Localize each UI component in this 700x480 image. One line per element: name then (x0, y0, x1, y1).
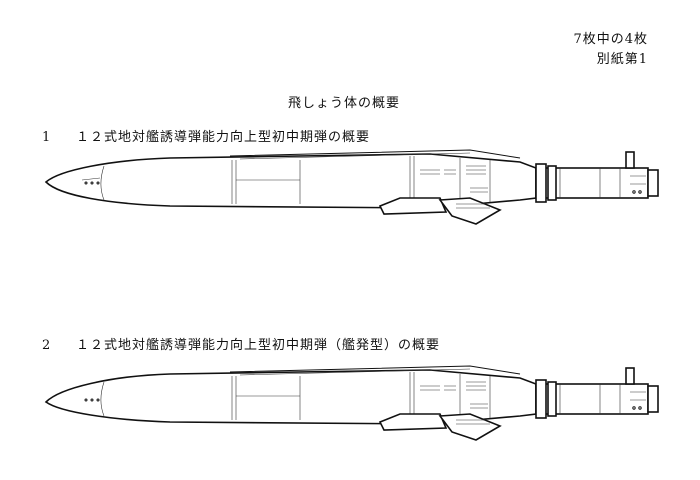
section-2-title: １２式地対艦誘導弾能力向上型初中期弾（艦発型）の概要 (76, 338, 441, 353)
page-count: 7枚中の4枚 (573, 32, 648, 47)
missile-vents (420, 165, 488, 193)
section-1-number: 1 (42, 130, 52, 145)
section-1-heading: 1 １２式地対艦誘導弾能力向上型初中期弾の概要 (42, 126, 370, 145)
document-title: 飛しょう体の概要 (288, 96, 401, 111)
missile-top-rail (229, 149, 521, 159)
section-1-title: １２式地対艦誘導弾能力向上型初中期弾の概要 (76, 130, 371, 145)
booster-top-lug (625, 151, 635, 169)
section-2-heading: 2 １２式地対艦誘導弾能力向上型初中期弾（艦発型）の概要 (42, 334, 440, 353)
missile-tail-fin (438, 413, 502, 441)
missile-tail-fin (438, 197, 502, 225)
section-2-number: 2 (42, 338, 52, 353)
missile-vents (420, 381, 488, 409)
attachment-label: 別紙第1 (596, 52, 648, 67)
booster-top-lug (625, 367, 635, 385)
missile-drawing-2 (44, 365, 659, 441)
missile-top-rail (229, 365, 521, 375)
missile-nose-seam (100, 165, 105, 201)
missile-nose-seam (100, 381, 105, 417)
missile-drawing-1 (44, 149, 659, 225)
